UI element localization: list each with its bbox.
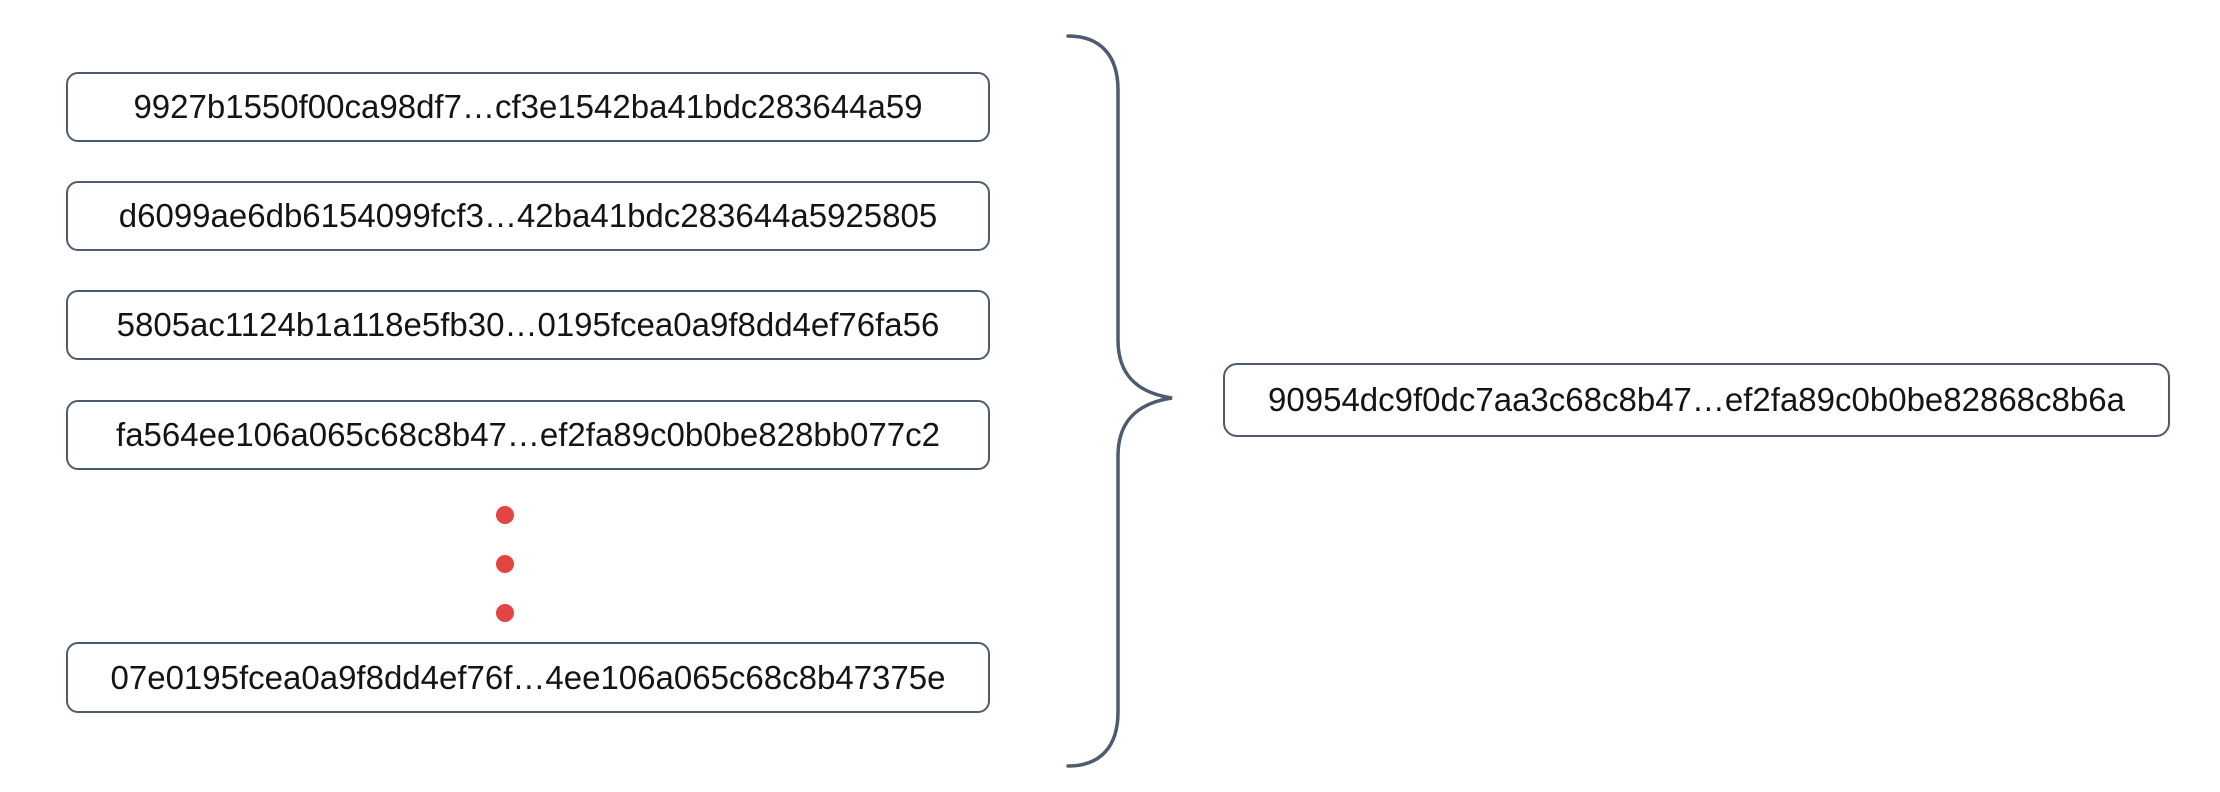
hash-box-2: d6099ae6db6154099fcf3…42ba41bdc283644a59… <box>66 181 990 251</box>
hash-box-5: 07e0195fcea0a9f8dd4ef76f…4ee106a065c68c8… <box>66 642 990 713</box>
hash-box-3: 5805ac1124b1a118e5fb30…0195fcea0a9f8dd4e… <box>66 290 990 360</box>
result-hash-label: 90954dc9f0dc7aa3c68c8b47…ef2fa89c0b0be82… <box>1268 381 2125 418</box>
hash-box-1: 9927b1550f00ca98df7…cf3e1542ba41bdc28364… <box>66 72 990 142</box>
ellipsis-dot <box>496 555 514 573</box>
ellipsis-dot <box>496 604 514 622</box>
hash-box-4-label: fa564ee106a065c68c8b47…ef2fa89c0b0be828b… <box>116 416 940 453</box>
hash-box-5-label: 07e0195fcea0a9f8dd4ef76f…4ee106a065c68c8… <box>110 658 946 696</box>
hash-box-4: fa564ee106a065c68c8b47…ef2fa89c0b0be828b… <box>66 400 990 470</box>
result-hash-box: 90954dc9f0dc7aa3c68c8b47…ef2fa89c0b0be82… <box>1223 363 2170 437</box>
ellipsis-dot <box>496 506 514 524</box>
hash-box-1-label: 9927b1550f00ca98df7…cf3e1542ba41bdc28364… <box>133 88 923 125</box>
ellipsis-dots <box>496 506 514 622</box>
hash-box-3-label: 5805ac1124b1a118e5fb30…0195fcea0a9f8dd4e… <box>116 306 940 343</box>
hash-box-2-label: d6099ae6db6154099fcf3…42ba41bdc283644a59… <box>118 197 938 234</box>
